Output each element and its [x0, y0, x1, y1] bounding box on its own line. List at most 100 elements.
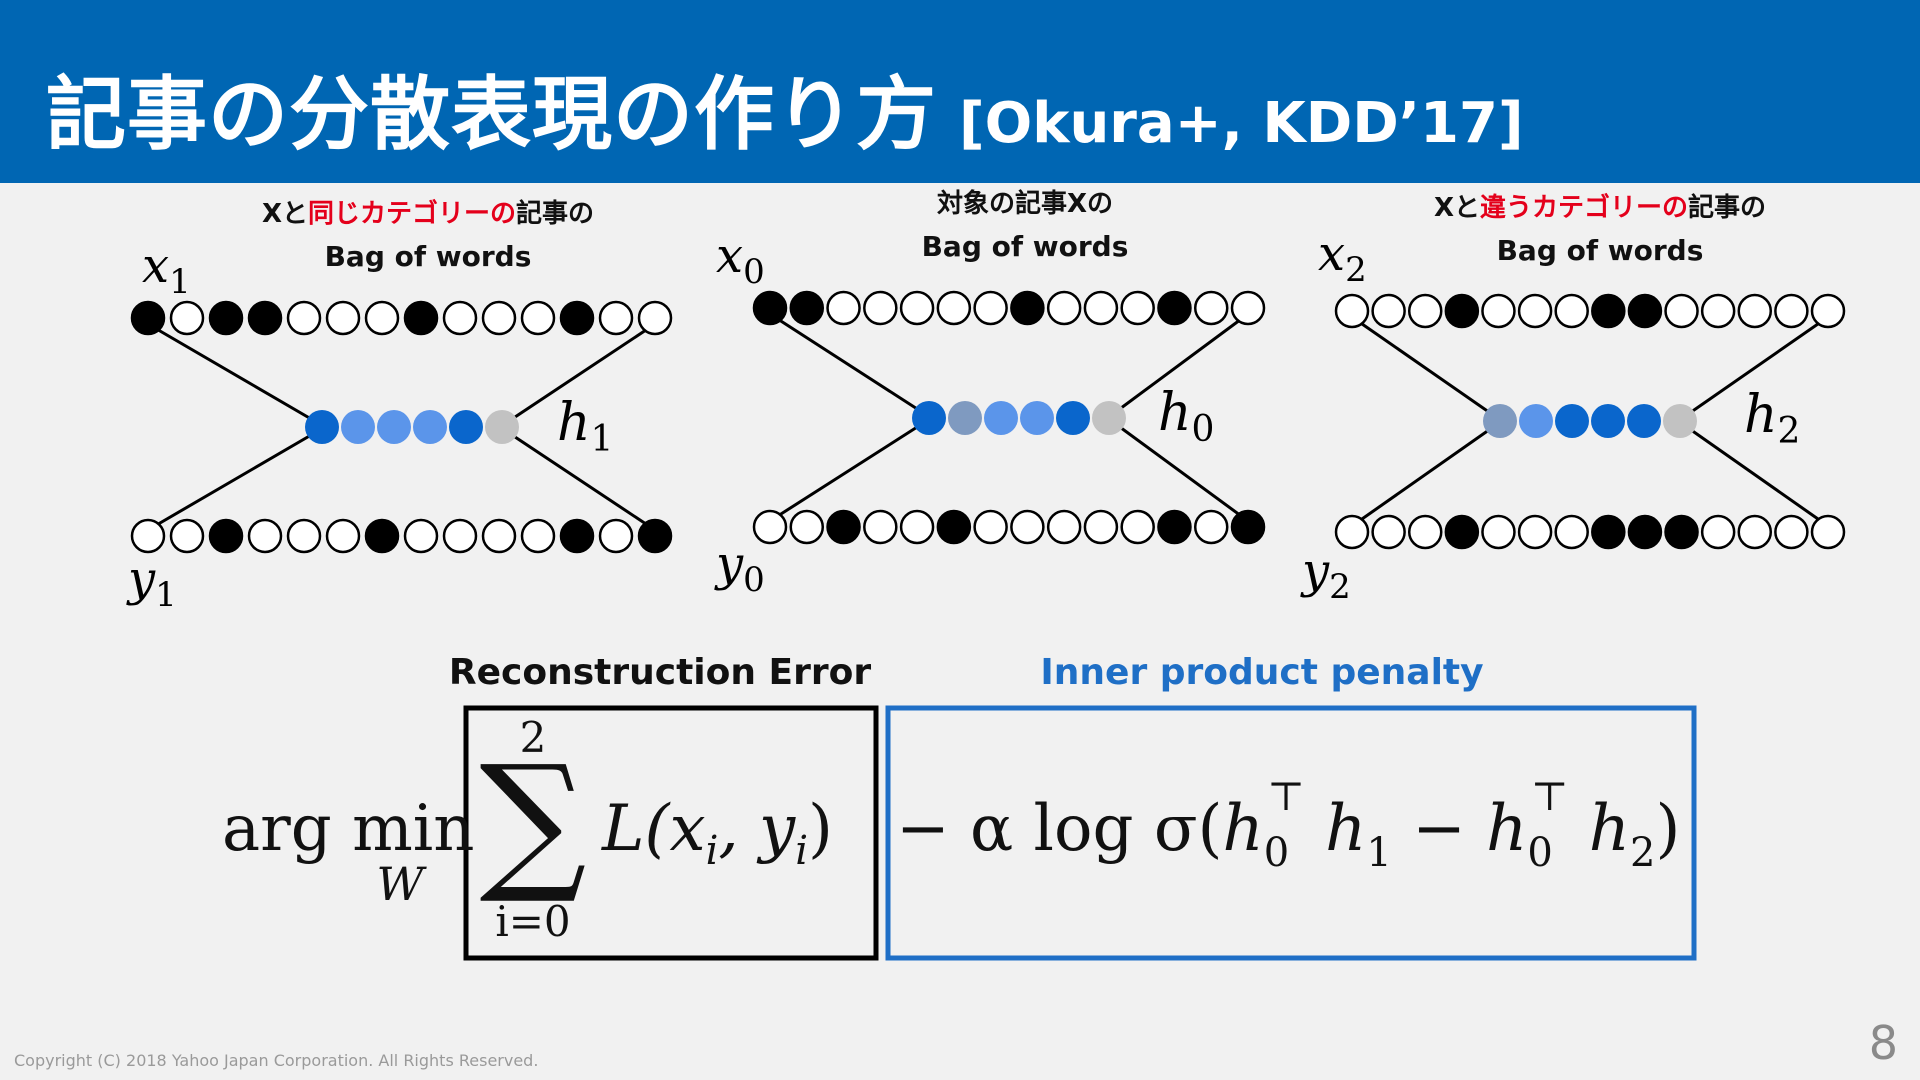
- input-word-node: [559, 300, 595, 336]
- output-word-node: [936, 509, 972, 545]
- output-word-node: [1627, 514, 1663, 550]
- hidden-unit-node: [1627, 404, 1661, 438]
- input-word-node: [1810, 293, 1846, 329]
- output-word-node: [1737, 514, 1773, 550]
- reconstruction-error-label: Reconstruction Error: [449, 652, 871, 693]
- input-word-node: [1774, 293, 1809, 329]
- input-word-node: [1737, 293, 1773, 329]
- input-word-node: [169, 300, 205, 336]
- output-word-node: [442, 518, 478, 554]
- output-word-node: [1371, 514, 1406, 550]
- output-word-node: [1407, 514, 1443, 550]
- title-japanese: 記事の分散表現の作り方: [46, 68, 937, 161]
- hidden-vector-label: h1: [557, 393, 613, 460]
- output-word-node: [559, 518, 595, 554]
- input-word-node: [1010, 290, 1045, 326]
- output-word-node: [325, 518, 361, 554]
- output-word-node: [1193, 509, 1229, 545]
- hidden-unit-node: [1056, 401, 1090, 435]
- input-vector-label: x0: [716, 228, 765, 292]
- encoder-edge-right: [1112, 312, 1249, 416]
- output-word-node: [1700, 514, 1736, 550]
- inner-product-penalty-label: Inner product penalty: [1040, 652, 1483, 693]
- input-word-node: [130, 300, 166, 336]
- input-word-node: [1627, 293, 1663, 329]
- output-word-node: [1444, 514, 1480, 550]
- copyright-footer: Copyright (C) 2018 Yahoo Japan Corporati…: [14, 1051, 539, 1070]
- output-word-node: [1810, 514, 1846, 550]
- input-word-node: [752, 290, 788, 326]
- output-word-node: [1334, 514, 1370, 550]
- input-word-node: [936, 290, 972, 326]
- hidden-unit-node: [1483, 404, 1517, 438]
- input-word-node: [1481, 293, 1516, 329]
- output-word-node: [481, 518, 517, 554]
- page-number: 8: [1868, 1016, 1898, 1070]
- output-word-node: [1554, 514, 1589, 550]
- output-word-node: [169, 518, 205, 554]
- input-word-node: [899, 290, 935, 326]
- input-word-node: [1046, 290, 1082, 326]
- output-word-node: [637, 518, 673, 554]
- input-word-node: [789, 290, 825, 326]
- input-word-node: [863, 290, 898, 326]
- encoder-edge-left: [769, 312, 926, 416]
- input-word-node: [826, 290, 861, 326]
- input-word-node: [1120, 290, 1155, 326]
- sum-upper-limit: 2: [520, 713, 547, 762]
- input-word-node: [208, 300, 244, 336]
- output-word-node: [520, 518, 556, 554]
- inner-product-penalty-box: [885, 705, 1697, 961]
- panel-caption-bow: Bag of words: [325, 240, 532, 273]
- input-word-node: [637, 300, 673, 336]
- hidden-unit-node: [1020, 401, 1054, 435]
- output-word-node: [286, 518, 322, 554]
- input-word-node: [325, 300, 361, 336]
- argmin-subscript: W: [376, 857, 427, 911]
- hidden-unit-node: [948, 401, 982, 435]
- hidden-unit-node: [1519, 404, 1553, 438]
- input-word-node: [1517, 293, 1553, 329]
- input-word-node: [1230, 290, 1266, 326]
- sum-lower-limit: i=0: [495, 897, 570, 946]
- output-word-node: [899, 509, 935, 545]
- input-word-node: [364, 300, 400, 336]
- input-word-node: [442, 300, 478, 336]
- hidden-unit-node: [413, 410, 447, 444]
- input-vector-label: x2: [1318, 226, 1367, 290]
- encoder-edge-right: [505, 322, 656, 425]
- output-word-node: [1591, 514, 1626, 550]
- output-word-node: [403, 518, 439, 554]
- input-word-node: [481, 300, 517, 336]
- decoder-edge-right: [1683, 423, 1829, 528]
- panel-caption-bow: Bag of words: [922, 230, 1129, 263]
- hidden-unit-node: [1591, 404, 1625, 438]
- output-word-node: [130, 518, 166, 554]
- input-word-node: [1554, 293, 1589, 329]
- hidden-unit-node: [984, 401, 1018, 435]
- reconstruction-error-box: [463, 705, 879, 961]
- loss-term: L(xi, yi): [601, 792, 833, 874]
- hidden-unit-node: [485, 410, 519, 444]
- summation-symbol: ∑: [479, 734, 586, 908]
- input-word-node: [1591, 293, 1626, 329]
- input-vector-label: x1: [142, 238, 191, 302]
- output-vector-label: y0: [714, 536, 765, 600]
- hidden-unit-node: [1092, 401, 1126, 435]
- input-word-node: [1444, 293, 1480, 329]
- decoder-edge-left: [769, 420, 926, 523]
- input-word-node: [247, 300, 283, 336]
- hidden-unit-node: [1663, 404, 1697, 438]
- hidden-unit-node: [341, 410, 375, 444]
- input-word-node: [1371, 293, 1406, 329]
- hidden-vector-label: h0: [1158, 383, 1214, 450]
- output-word-node: [1046, 509, 1082, 545]
- output-word-node: [1517, 514, 1553, 550]
- title-bar: 記事の分散表現の作り方[Okura+, KDD’17]: [0, 0, 1920, 183]
- output-word-node: [208, 518, 244, 554]
- encoder-edge-left: [147, 322, 319, 425]
- output-word-node: [1083, 509, 1119, 545]
- input-word-node: [520, 300, 556, 336]
